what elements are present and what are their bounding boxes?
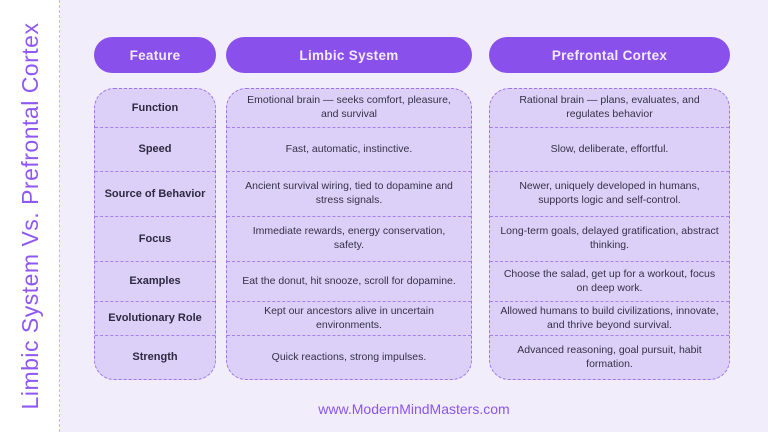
- left-sidebar: [0, 0, 60, 432]
- feature-cell: Speed: [95, 127, 215, 171]
- prefrontal-cell: Advanced reasoning, goal pursuit, habit …: [490, 335, 729, 379]
- limbic-cell: Kept our ancestors alive in uncertain en…: [227, 301, 471, 335]
- limbic-cell: Emotional brain — seeks comfort, pleasur…: [247, 94, 451, 120]
- limbic-cell: Fast, automatic, instinctive.: [227, 127, 471, 171]
- limbic-cell: Eat the donut, hit snooze, scroll for do…: [227, 261, 471, 301]
- prefrontal-cortex-column: Rational brain — plans, evaluates, and r…: [489, 88, 730, 380]
- page-title: Limbic System Vs. Prefrontal Cortex: [16, 22, 43, 410]
- prefrontal-cell: Choose the salad, get up for a workout, …: [490, 261, 729, 301]
- column-header-prefrontal-cortex: Prefrontal Cortex: [489, 37, 730, 73]
- website-link[interactable]: www.ModernMindMasters.com: [318, 401, 510, 417]
- prefrontal-cell: Rational brain — plans, evaluates, and r…: [519, 94, 700, 120]
- column-header-limbic-system: Limbic System: [226, 37, 472, 73]
- limbic-system-column: Emotional brain — seeks comfort, pleasur…: [226, 88, 472, 380]
- limbic-cell: Ancient survival wiring, tied to dopamin…: [227, 171, 471, 216]
- prefrontal-cell: Long-term goals, delayed gratification, …: [490, 216, 729, 261]
- feature-cell: Source of Behavior: [95, 171, 215, 216]
- prefrontal-cell: Newer, uniquely developed in humans, sup…: [490, 171, 729, 216]
- prefrontal-cell: Slow, deliberate, effortful.: [490, 127, 729, 171]
- limbic-cell: Immediate rewards, energy conservation, …: [227, 216, 471, 261]
- feature-cell: Examples: [95, 261, 215, 301]
- feature-column: Function Speed Source of Behavior Focus …: [94, 88, 216, 380]
- column-header-feature: Feature: [94, 37, 216, 73]
- feature-cell: Function: [131, 101, 179, 114]
- limbic-cell: Quick reactions, strong impulses.: [227, 335, 471, 379]
- feature-cell: Focus: [95, 216, 215, 261]
- feature-cell: Strength: [95, 335, 215, 379]
- feature-cell: Evolutionary Role: [95, 301, 215, 335]
- prefrontal-cell: Allowed humans to build civilizations, i…: [490, 301, 729, 335]
